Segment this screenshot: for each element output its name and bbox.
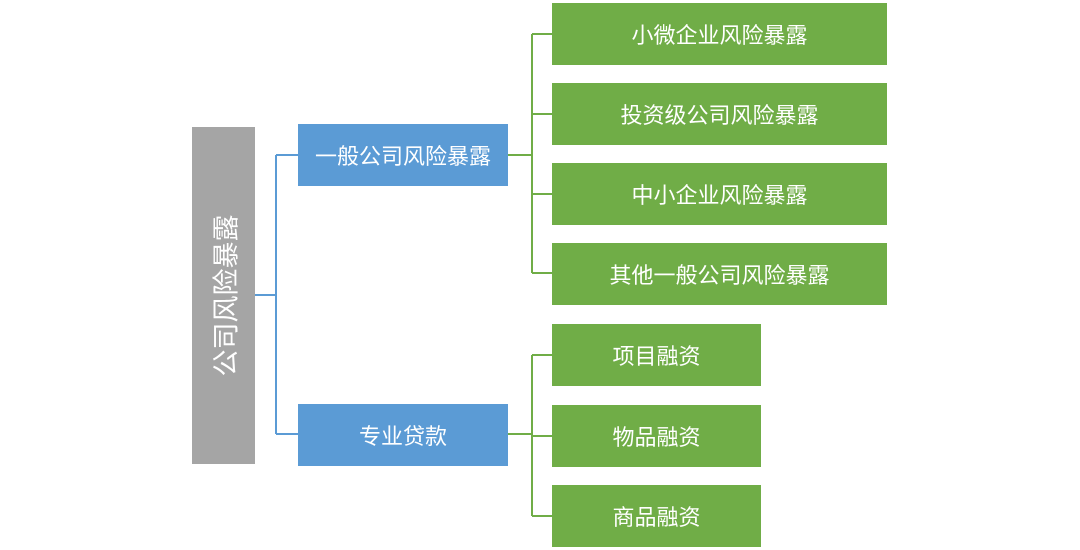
leaf-node-other-general: 其他一般公司风险暴露 — [552, 243, 887, 305]
leaf-node-label: 其他一般公司风险暴露 — [609, 264, 830, 289]
leaf-node-object-finance: 物品融资 — [552, 405, 761, 467]
branch-connector-general — [508, 33, 552, 274]
branch-node-general-corporate: 一般公司风险暴露 — [298, 124, 508, 186]
leaf-node-label: 物品融资 — [612, 426, 701, 451]
leaf-node-label: 中小企业风险暴露 — [631, 184, 808, 209]
leaf-node-small-micro: 小微企业风险暴露 — [552, 3, 887, 65]
leaf-node-label: 商品融资 — [612, 506, 701, 531]
root-node-label: 公司风险暴露 — [211, 214, 242, 377]
leaf-node-sme: 中小企业风险暴露 — [552, 163, 887, 225]
leaf-node-investment-grade: 投资级公司风险暴露 — [552, 83, 887, 145]
branch-connector-specialized — [508, 354, 552, 517]
branch-node-label: 一般公司风险暴露 — [314, 145, 491, 170]
leaf-node-label: 小微企业风险暴露 — [631, 24, 808, 49]
leaf-node-commodity-finance: 商品融资 — [552, 485, 761, 547]
leaf-node-project-finance: 项目融资 — [552, 324, 761, 386]
leaf-node-label: 项目融资 — [612, 345, 701, 370]
branch-node-label: 专业贷款 — [358, 425, 447, 450]
leaf-node-label: 投资级公司风险暴露 — [620, 104, 819, 129]
branch-node-specialized-lending: 专业贷款 — [298, 404, 508, 466]
root-node: 公司风险暴露 — [192, 127, 255, 464]
root-connector — [255, 154, 298, 435]
